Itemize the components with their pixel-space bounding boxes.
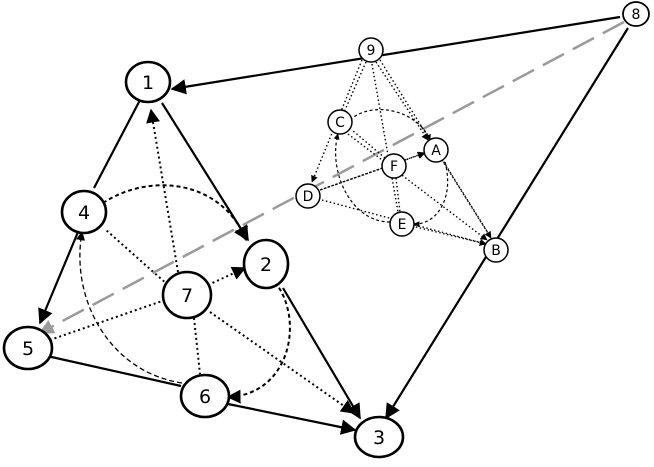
curve-6-4 xyxy=(76,231,183,384)
curve-C-A xyxy=(349,109,431,141)
node-2-label: 2 xyxy=(260,254,272,276)
node-B-label: B xyxy=(491,243,501,259)
node-E[interactable]: E xyxy=(389,211,415,237)
node-6-label: 6 xyxy=(199,386,211,408)
node-1[interactable]: 1 xyxy=(124,60,172,104)
node-B[interactable]: B xyxy=(483,237,509,263)
edge-1-4 xyxy=(93,99,141,189)
gray-dashed-line xyxy=(38,20,625,335)
node-5-label: 5 xyxy=(22,338,34,360)
node-D-label: D xyxy=(303,189,314,205)
edge-F-A xyxy=(404,151,425,161)
node-5[interactable]: 5 xyxy=(2,325,54,371)
edge-4-5 xyxy=(38,231,80,325)
edge-7-6 xyxy=(193,317,201,375)
node-2[interactable]: 2 xyxy=(242,238,290,290)
edge-6-3 xyxy=(227,402,357,435)
curve-E-C xyxy=(333,133,391,223)
node-3[interactable]: 3 xyxy=(353,415,405,459)
curve-4-2 xyxy=(102,184,248,242)
edge-C-B xyxy=(347,133,488,241)
node-9[interactable]: 9 xyxy=(358,37,384,63)
node-F[interactable]: F xyxy=(381,153,407,179)
node-8[interactable]: 8 xyxy=(622,1,650,27)
large-graph-nodes: 1 2 3 4 5 6 7 8 xyxy=(2,1,650,459)
node-4-label: 4 xyxy=(78,202,90,224)
edge-2-3 xyxy=(282,287,361,420)
node-E-label: E xyxy=(398,217,407,233)
large-graph-dashed-curves xyxy=(76,184,291,404)
edge-9-E xyxy=(371,63,399,213)
edge-8-3 xyxy=(385,27,629,420)
node-C[interactable]: C xyxy=(327,109,353,135)
node-1-label: 1 xyxy=(142,72,154,94)
edge-7-3 xyxy=(209,311,356,414)
edge-8-1 xyxy=(170,15,621,95)
edge-9-B xyxy=(379,59,491,237)
edge-F-E xyxy=(395,177,401,213)
small-graph-nodes: 9 C A F D E B xyxy=(295,37,509,263)
edge-7-1 xyxy=(146,108,179,273)
edge-1-2 xyxy=(161,102,249,242)
node-9-label: 9 xyxy=(367,43,376,59)
node-A-label: A xyxy=(431,143,441,159)
node-7[interactable]: 7 xyxy=(161,270,213,320)
node-A[interactable]: A xyxy=(423,137,449,163)
node-6[interactable]: 6 xyxy=(179,373,231,419)
edge-E-B xyxy=(411,225,487,246)
edge-9-C xyxy=(344,61,367,111)
node-F-label: F xyxy=(390,159,398,175)
node-4[interactable]: 4 xyxy=(60,189,108,235)
edge-7-5 xyxy=(46,299,166,342)
large-graph-dotted-edges xyxy=(46,108,356,414)
edge-7-2 xyxy=(207,266,247,286)
node-8-label: 8 xyxy=(632,7,641,23)
node-C-label: C xyxy=(335,115,345,131)
edge-A-B xyxy=(441,159,492,239)
edge-F-D xyxy=(319,167,384,191)
curve-2-6 xyxy=(226,281,291,404)
edge-D-A xyxy=(319,151,426,191)
edge-F-C xyxy=(351,129,386,159)
edge-5-6 xyxy=(46,354,182,388)
large-graph-edges xyxy=(38,15,629,435)
node-3-label: 3 xyxy=(373,427,385,449)
node-D[interactable]: D xyxy=(295,183,321,209)
node-7-label: 7 xyxy=(181,285,193,307)
small-graph-curves xyxy=(333,109,449,228)
edge-7-4 xyxy=(105,229,169,286)
curve-A-E xyxy=(413,161,449,228)
